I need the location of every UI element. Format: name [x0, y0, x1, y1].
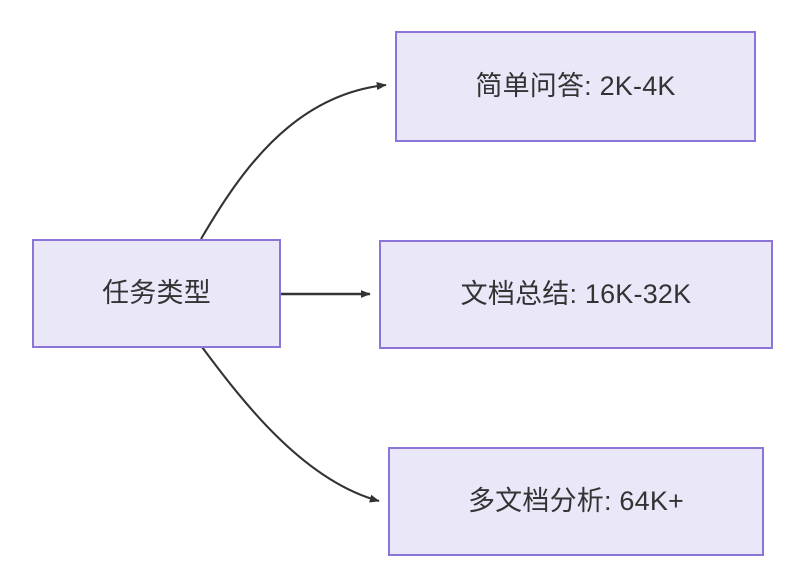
node-doc-summary[interactable]: 文档总结: 16K-32K — [379, 240, 773, 349]
node-task-type-label: 任务类型 — [102, 278, 211, 309]
node-multi-doc-analysis[interactable]: 多文档分析: 64K+ — [388, 447, 764, 556]
node-task-type[interactable]: 任务类型 — [32, 239, 281, 348]
edge-to-multi-doc-analysis — [201, 346, 380, 503]
node-multi-doc-analysis-label: 多文档分析: 64K+ — [467, 486, 684, 517]
node-simple-qa[interactable]: 简单问答: 2K-4K — [395, 31, 756, 142]
node-simple-qa-label: 简单问答: 2K-4K — [475, 71, 676, 102]
edge-to-simple-qa — [200, 81, 387, 240]
node-doc-summary-label: 文档总结: 16K-32K — [460, 279, 692, 310]
